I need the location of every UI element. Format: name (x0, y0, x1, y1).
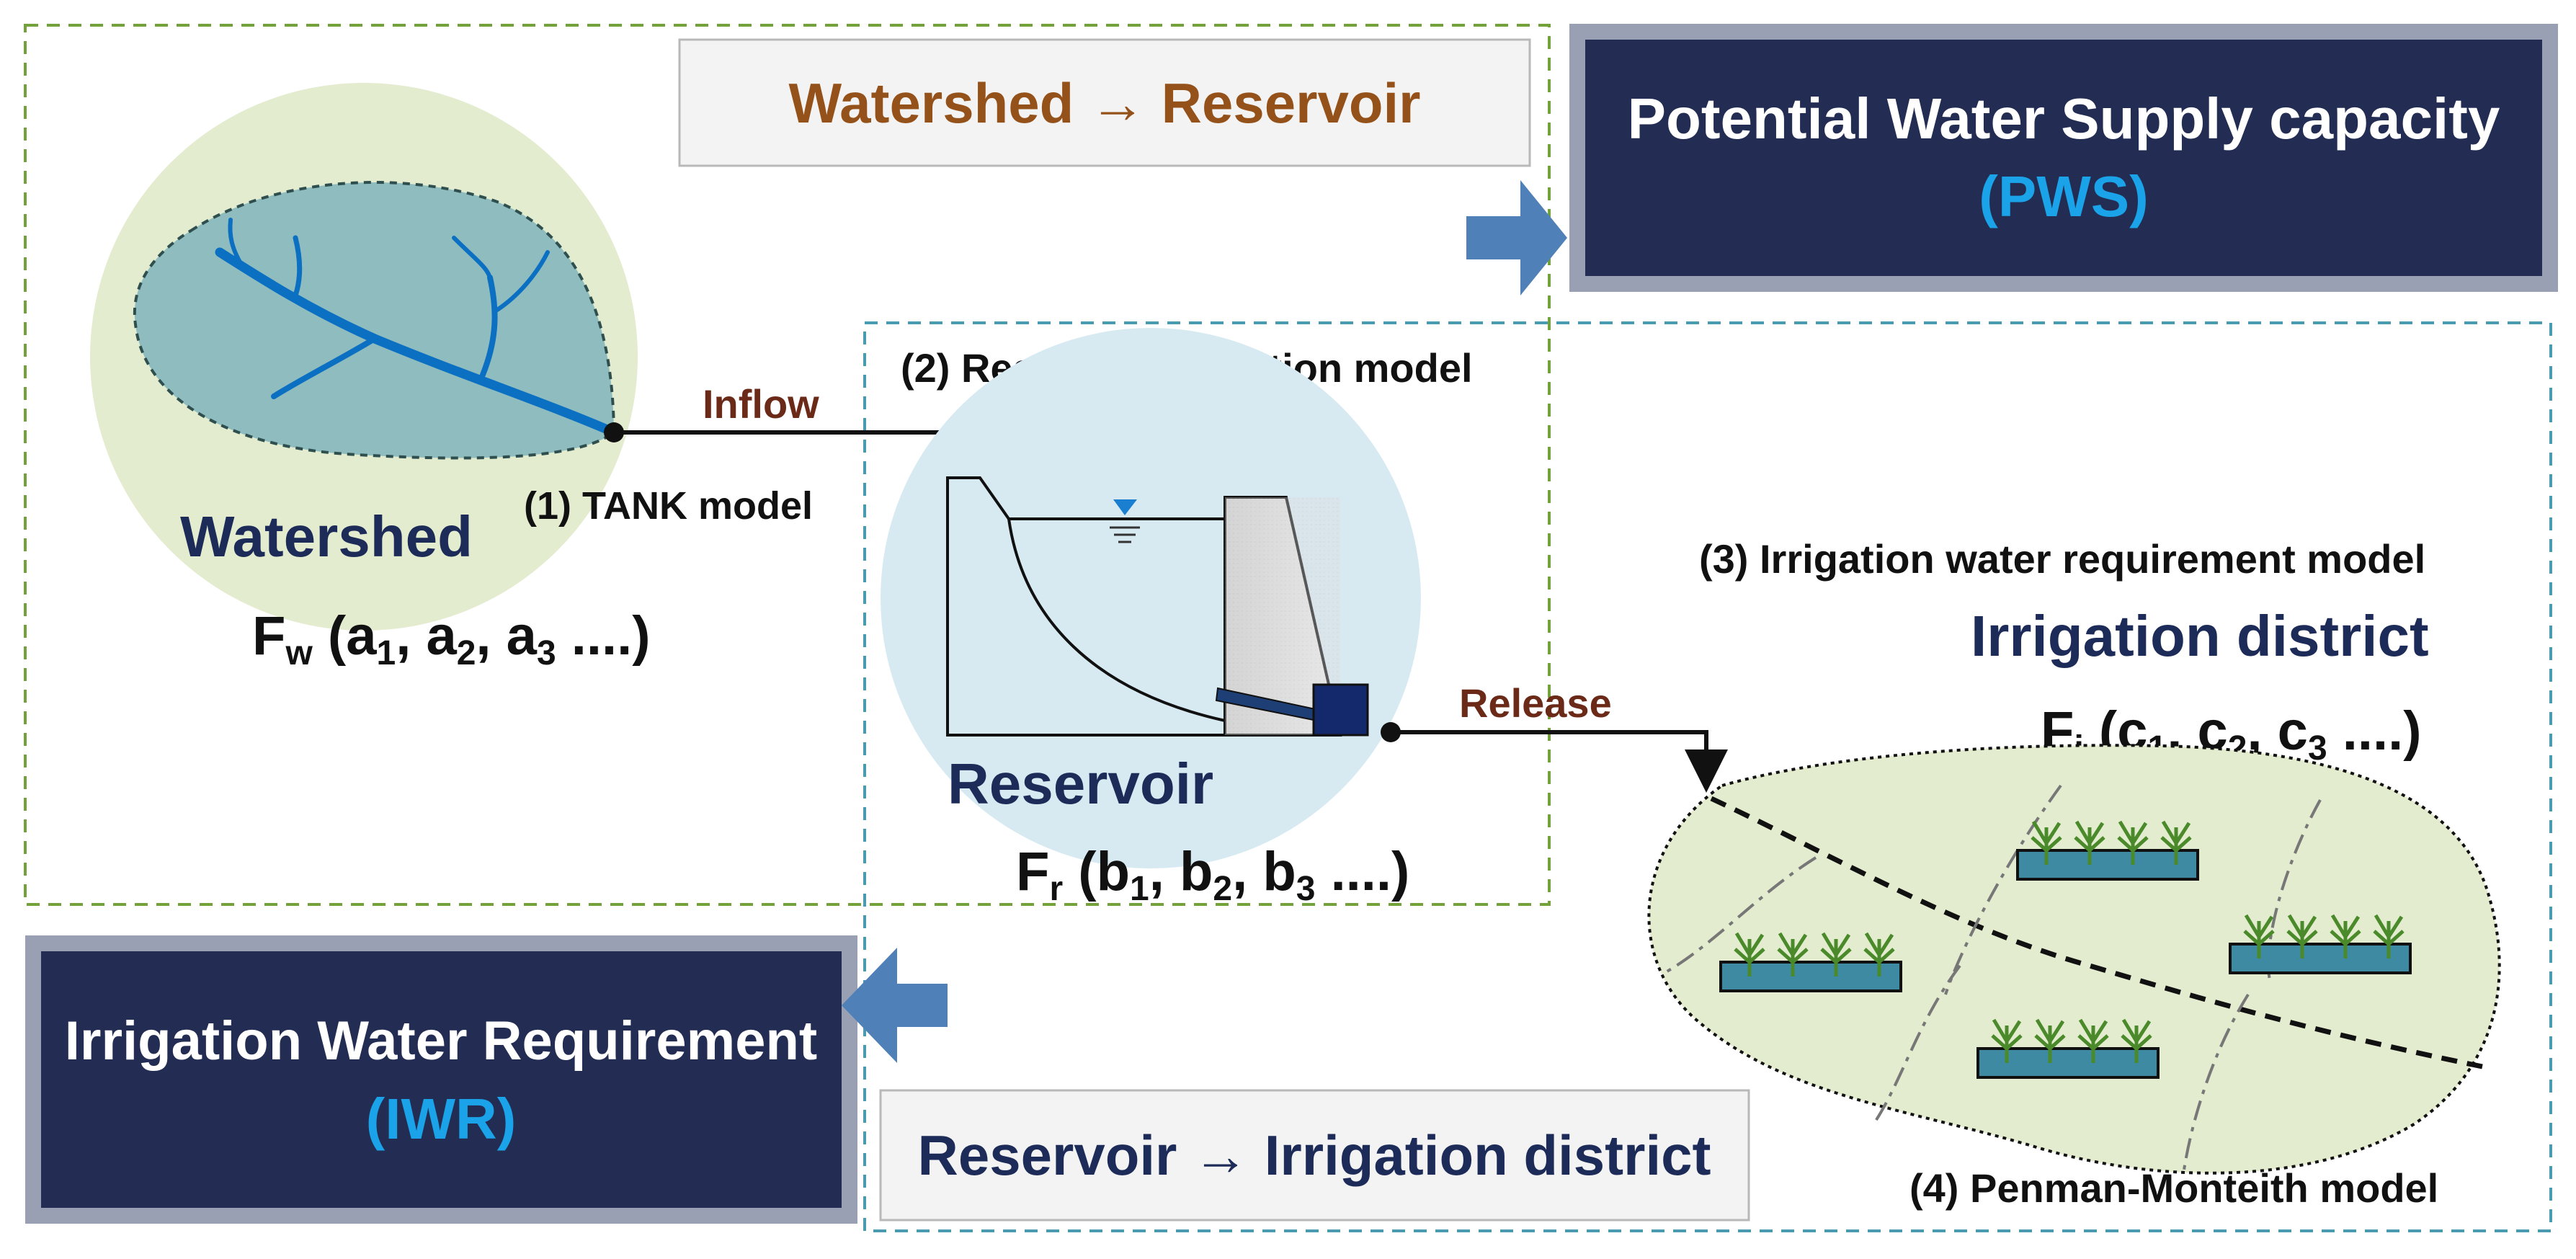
watershed-func-sub: w (285, 634, 313, 672)
watershed-function: Fw (a1, a2, a3 ....) (252, 605, 651, 672)
stream-network (215, 218, 619, 437)
release-label: Release (1459, 680, 1612, 726)
watershed-to-reservoir-region (24, 24, 1551, 906)
district-graphic (1647, 744, 2501, 1175)
watershed-func-name: F (252, 605, 285, 667)
reservoir-function: Fr (b1, b2, b3 ....) (1016, 841, 1409, 908)
inflow-label: Inflow (703, 381, 819, 427)
banner-reservoir-to-district-text: Reservoir → Irrigation district (918, 1124, 1711, 1187)
main-canal (1710, 796, 2483, 1069)
water-level-icon (1113, 499, 1137, 515)
paddy-field (2016, 820, 2199, 881)
reservoir-bank-curve (1007, 518, 1226, 722)
paddy-field (1719, 932, 1902, 992)
reservoir-to-district-region (863, 321, 2552, 1232)
reservoir-label: Reservoir (948, 752, 1213, 816)
pws-abbr: (PWS) (1979, 164, 2149, 228)
penman-monteith-label: (4) Penman-Monteith model (1909, 1165, 2438, 1211)
iwr-abbr: (IWR) (366, 1087, 517, 1151)
banner-reservoir-to-district: Reservoir → Irrigation district (879, 1089, 1750, 1222)
irrigation-model-label: (3) Irrigation water requirement model (1699, 536, 2425, 582)
district-label: Irrigation district (1971, 604, 2429, 668)
watershed-label: Watershed (180, 504, 473, 569)
arrow-to-iwr (842, 948, 948, 1063)
arrow-to-pws (1466, 180, 1567, 295)
outlet-gate (1312, 683, 1369, 737)
paddy-field (2229, 914, 2412, 974)
banner-watershed-to-reservoir: Watershed → Reservoir (678, 38, 1531, 167)
iwr-title: Irrigation Water Requirement (65, 1010, 817, 1072)
iwr-box: Irrigation Water Requirement (IWR) (25, 935, 857, 1224)
release-line (1391, 730, 1728, 793)
reservoir-graphic (881, 328, 1421, 868)
pws-box: Potential Water Supply capacity (PWS) (1569, 24, 2558, 292)
tank-model-label: (1) TANK model (524, 484, 813, 528)
watershed-graphic (90, 83, 638, 631)
paddy-field (1976, 1018, 2160, 1079)
banner-watershed-to-reservoir-text: Watershed → Reservoir (788, 71, 1420, 135)
pws-title: Potential Water Supply capacity (1628, 86, 2500, 151)
